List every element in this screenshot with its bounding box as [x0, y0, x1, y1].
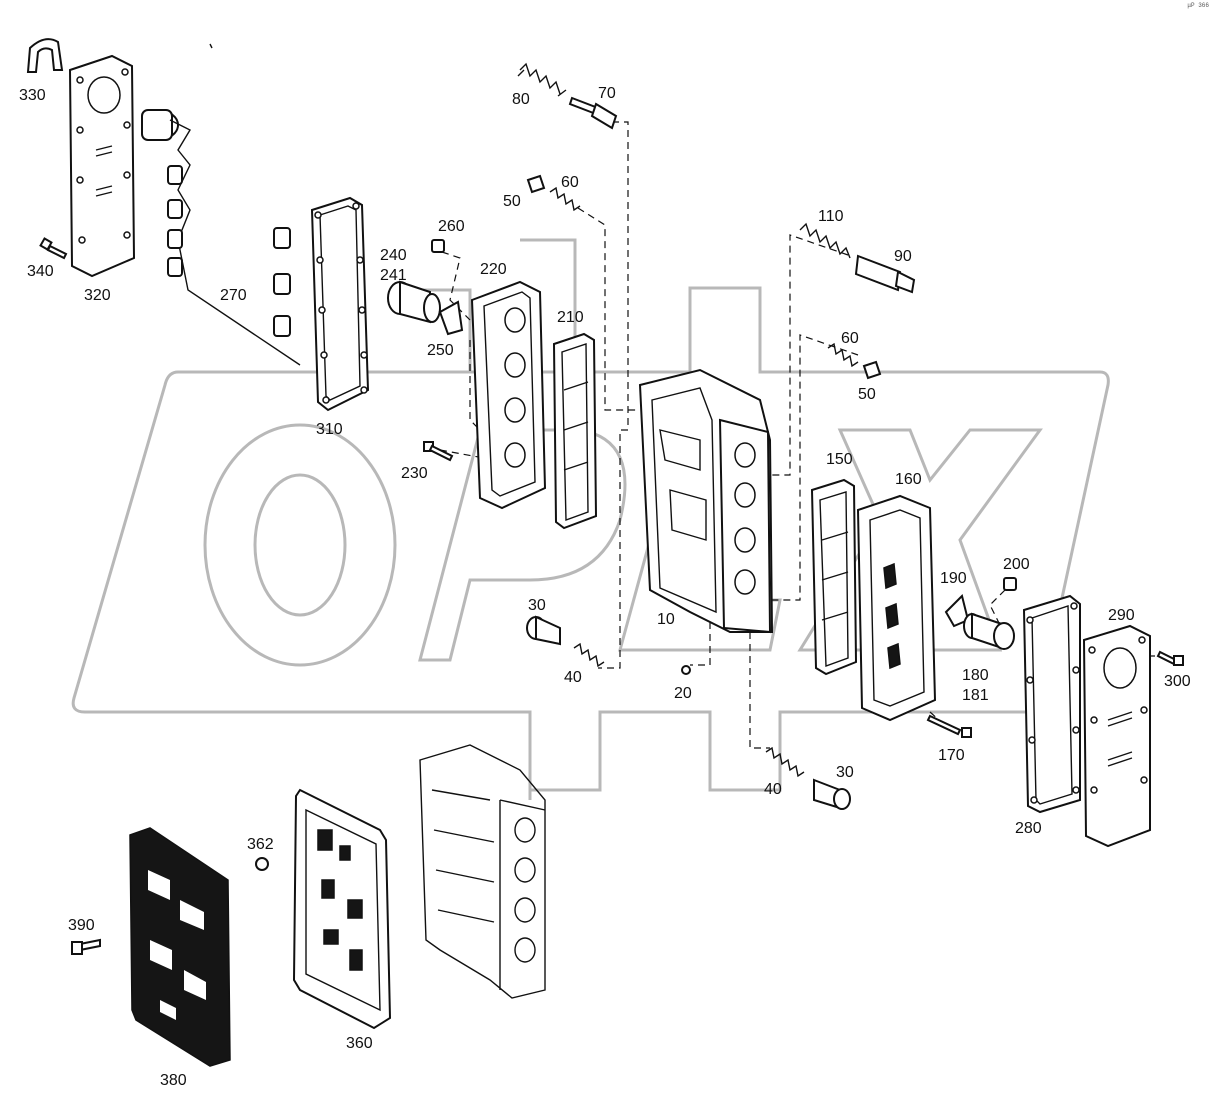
part-290-cover: [1082, 624, 1151, 848]
part-220-valve-body: [470, 280, 547, 510]
part-200-plug: [1003, 577, 1017, 591]
part-60-spring-b: [827, 342, 859, 368]
label-50-b: 50: [858, 386, 876, 403]
label-180: 180: [962, 667, 989, 684]
part-50-plug-b: [862, 360, 882, 380]
leader-lines: [209, 43, 213, 49]
label-230: 230: [401, 465, 428, 482]
part-260-plug: [431, 239, 445, 253]
corner-code: μP 366: [1187, 2, 1209, 9]
label-210: 210: [557, 309, 584, 326]
label-60-a: 60: [561, 174, 579, 191]
label-90: 90: [894, 248, 912, 265]
label-10: 10: [657, 611, 675, 628]
part-valve-body-outline: [419, 744, 546, 999]
label-60-b: 60: [841, 330, 859, 347]
label-40-b: 40: [764, 781, 782, 798]
label-190: 190: [940, 570, 967, 587]
part-310-gasket: [310, 196, 370, 412]
label-380: 380: [160, 1072, 187, 1089]
label-250: 250: [427, 342, 454, 359]
part-390-screw: [71, 938, 101, 955]
part-20-plug: [681, 665, 691, 675]
label-40-a: 40: [564, 669, 582, 686]
label-390: 390: [68, 917, 95, 934]
label-330: 330: [19, 87, 46, 104]
part-110-spring: [799, 222, 851, 259]
label-30-b: 30: [836, 764, 854, 781]
label-70: 70: [598, 85, 616, 102]
part-320-cover: [68, 54, 136, 278]
label-300: 300: [1164, 673, 1191, 690]
label-150: 150: [826, 451, 853, 468]
part-30-plug-b: [813, 778, 851, 810]
plate-360-pattern: [317, 829, 363, 971]
part-40-spring-b: [765, 746, 805, 778]
label-181: 181: [962, 687, 989, 704]
label-241: 241: [380, 267, 407, 284]
part-230-screw: [423, 441, 454, 462]
label-260: 260: [438, 218, 465, 235]
part-300-screw: [1156, 650, 1184, 666]
watermark-gear: [71, 238, 1110, 800]
part-30-plug-a: [526, 615, 561, 646]
part-340-screw: [39, 237, 68, 260]
gasket-280-holes: [1026, 602, 1080, 804]
part-330-clip: [26, 38, 64, 73]
label-220: 220: [480, 261, 507, 278]
label-310: 310: [316, 421, 343, 438]
label-200: 200: [1003, 556, 1030, 573]
gasket-310-holes: [314, 202, 368, 404]
part-50-plug-a: [526, 174, 546, 194]
part-labels: 330 340 320 270 310 260 240 241 220 210 …: [19, 85, 1191, 1089]
label-320: 320: [84, 287, 111, 304]
part-40-spring-a: [573, 642, 605, 668]
part-170-screw: [926, 714, 972, 738]
part-160-valve-body: [856, 494, 937, 722]
label-340: 340: [27, 263, 54, 280]
label-30-a: 30: [528, 597, 546, 614]
part-180-solenoid: [963, 612, 1015, 650]
part-210-gasket: [552, 332, 598, 530]
part-270-harness: [141, 109, 301, 366]
harness-connectors: [167, 165, 291, 337]
label-20: 20: [674, 685, 692, 702]
part-380-plate: [129, 827, 231, 1067]
label-240: 240: [380, 247, 407, 264]
part-150-gasket: [810, 478, 858, 676]
part-362-plug: [255, 857, 269, 871]
label-360: 360: [346, 1035, 373, 1052]
label-362: 362: [247, 836, 274, 853]
label-170: 170: [938, 747, 965, 764]
part-60-spring-a: [549, 186, 581, 212]
part-240-solenoid: [387, 280, 441, 324]
label-80: 80: [512, 91, 530, 108]
label-290: 290: [1108, 607, 1135, 624]
part-360-plate: [292, 788, 392, 1030]
label-160: 160: [895, 471, 922, 488]
cover-290-holes: [1088, 636, 1148, 794]
cover-bolt-holes: [76, 68, 131, 244]
label-110: 110: [818, 208, 844, 225]
part-10-main-valve-body: [638, 368, 774, 634]
part-80-spring: [517, 62, 567, 97]
label-270: 270: [220, 287, 247, 304]
part-280-gasket: [1022, 594, 1081, 814]
label-50-a: 50: [503, 193, 521, 210]
part-250-bracket: [438, 300, 464, 336]
part-90-piston: [854, 254, 916, 294]
label-280: 280: [1015, 820, 1042, 837]
part-70-plunger: [568, 96, 618, 130]
